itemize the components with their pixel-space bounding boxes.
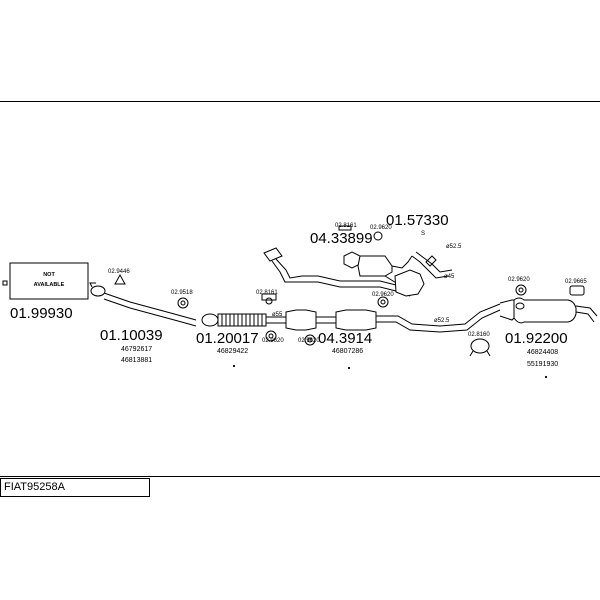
- dimension-45: ø45: [444, 274, 455, 280]
- fitting-02-9446: 02.9446: [108, 269, 130, 275]
- fitting-02-9620-a: 02.9620: [262, 338, 284, 344]
- oem-55191930: 55191930: [527, 361, 558, 368]
- gasket-9446[interactable]: [114, 273, 126, 285]
- hanger-8161-b[interactable]: [338, 225, 352, 231]
- fitting-02-9665: 02.9665: [565, 279, 587, 285]
- fitting-02-8161-b: 02.8161: [335, 223, 357, 229]
- mark-s: S: [421, 231, 425, 237]
- part-number-01-20017[interactable]: 01.20017: [196, 330, 259, 347]
- hanger-9620-e[interactable]: [515, 284, 527, 296]
- fitting-02-9620-e: 02.9620: [508, 277, 530, 283]
- reference-code: FIAT95258A: [4, 481, 65, 493]
- reference-box: FIAT95258A: [0, 478, 150, 497]
- left-marker: [2, 280, 8, 286]
- fitting-02-9518: 02.9518: [171, 290, 193, 296]
- oem-46824408: 46824408: [527, 349, 558, 356]
- catalytic-converter-upper[interactable]: [263, 247, 453, 297]
- front-pipe[interactable]: [89, 282, 197, 327]
- oem-46792617: 46792617: [121, 346, 152, 353]
- oem-46829422: 46829422: [217, 348, 248, 355]
- fitting-02-9620-c: 02.9620: [370, 225, 392, 231]
- dimension-52-5-b: ø52.5: [446, 244, 462, 250]
- part-number-01-57330[interactable]: 01.57330: [386, 212, 449, 229]
- hanger-8161-a[interactable]: [261, 293, 277, 305]
- hanger-9620-c[interactable]: [373, 231, 383, 241]
- oem-46807286: 46807286: [332, 348, 363, 355]
- catalytic-converter-lower[interactable]: [285, 303, 501, 333]
- oem-46813881: 46813881: [121, 357, 152, 364]
- dimension-55: ø55: [272, 312, 283, 318]
- hanger-9665[interactable]: [569, 285, 585, 296]
- part-number-01-92200[interactable]: 01.92200: [505, 330, 568, 347]
- clamp-8160[interactable]: [469, 338, 491, 357]
- hanger-9620-d[interactable]: [377, 296, 389, 308]
- fitting-02-8160: 02.8160: [468, 332, 490, 338]
- diagram-frame: [0, 101, 600, 477]
- part-number-04-33899[interactable]: 04.33899: [310, 230, 373, 247]
- rear-silencer[interactable]: [499, 297, 598, 324]
- hanger-9620-a[interactable]: [265, 330, 277, 342]
- fitting-02-9620-d: 02.9620: [372, 292, 394, 298]
- part-number-01-10039[interactable]: 01.10039: [100, 327, 163, 344]
- hanger-9620-b[interactable]: [304, 334, 316, 346]
- not-available-box[interactable]: [9, 262, 89, 300]
- fitting-02-9620-b: 02.9620: [298, 338, 320, 344]
- not-available-line2: AVAILABLE: [34, 282, 65, 288]
- hanger-9518[interactable]: [177, 297, 189, 309]
- part-number-01-99930[interactable]: 01.99930: [10, 305, 73, 322]
- flex-pipe[interactable]: [201, 313, 286, 327]
- part-number-04-3914[interactable]: 04.3914: [318, 330, 372, 347]
- dimension-52-5-a: ø52.5: [434, 318, 450, 324]
- not-available-line1: NOT: [43, 272, 55, 278]
- fitting-02-8161-a: 02.8161: [256, 290, 278, 296]
